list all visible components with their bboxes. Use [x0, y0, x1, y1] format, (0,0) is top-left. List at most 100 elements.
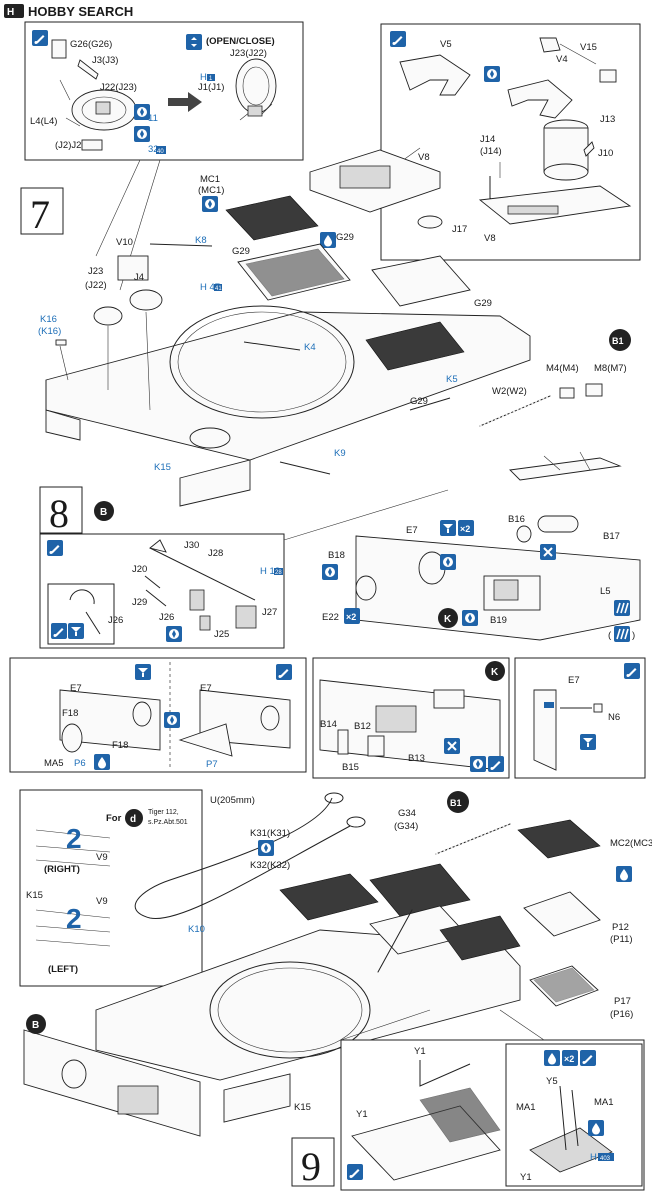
svg-text:9: 9: [301, 1144, 321, 1189]
svg-text:J4: J4: [134, 272, 144, 283]
svg-text:K9: K9: [334, 448, 346, 459]
svg-text:V4: V4: [556, 54, 568, 65]
hull-deck-step-9: [95, 929, 521, 1081]
step-8: 8 B J30 J28 H 18 28 J20 J29 J26 J25 J27 …: [9, 486, 646, 779]
svg-text:J13: J13: [600, 114, 615, 125]
svg-text:(P16): (P16): [610, 1009, 633, 1020]
svg-text:G29: G29: [336, 232, 354, 243]
svg-text:2: 2: [66, 903, 82, 934]
svg-text:K15: K15: [154, 462, 171, 473]
drill-hole-icon: [258, 840, 274, 856]
svg-text:J26: J26: [159, 612, 174, 623]
mesh-mc2: [517, 819, 601, 859]
remove-part-icon: [539, 543, 557, 561]
svg-text:K16: K16: [40, 314, 57, 325]
svg-text:K8: K8: [195, 235, 207, 246]
svg-text:G29: G29: [410, 396, 428, 407]
svg-text:V9: V9: [96, 896, 108, 907]
svg-text:K15: K15: [294, 1102, 311, 1113]
svg-text:K15: K15: [26, 890, 43, 901]
svg-text:J14: J14: [480, 134, 495, 145]
svg-text:Y1: Y1: [356, 1109, 368, 1120]
svg-text:B1: B1: [612, 336, 624, 346]
mesh-mc1: [225, 195, 319, 241]
svg-text:K10: K10: [188, 924, 205, 935]
svg-text:G29: G29: [474, 298, 492, 309]
svg-text:(RIGHT): (RIGHT): [44, 864, 80, 875]
times-two-icon: ×2: [458, 520, 474, 536]
svg-text:E7: E7: [200, 683, 212, 694]
svg-text:MA5: MA5: [44, 758, 64, 769]
svg-text:K5: K5: [446, 374, 458, 385]
paint-icon: [580, 734, 596, 750]
svg-text:B1: B1: [450, 798, 462, 808]
svg-text:V5: V5: [440, 39, 452, 50]
drill-hole-icon: [470, 756, 486, 772]
cement-brush-icon: [32, 30, 48, 46]
svg-text:28: 28: [275, 570, 282, 576]
svg-text:J29: J29: [132, 597, 147, 608]
cement-brush-icon: [624, 663, 640, 679]
svg-text:J30: J30: [184, 540, 199, 551]
svg-text:G26(G26): G26(G26): [70, 39, 112, 50]
svg-text:K32(K32): K32(K32): [250, 860, 290, 871]
svg-text:P6: P6: [74, 758, 86, 769]
cement-brush-icon: [390, 31, 406, 47]
svg-text:N6: N6: [608, 712, 620, 723]
movable-icon: [186, 34, 202, 50]
svg-text:MA1: MA1: [594, 1097, 614, 1108]
svg-text:d: d: [130, 814, 136, 825]
arrow-right-icon: [168, 92, 202, 112]
svg-text:K: K: [491, 667, 499, 678]
paint-icon: [135, 664, 151, 680]
svg-text:H: H: [590, 1152, 597, 1163]
drill-hole-icon: [322, 564, 338, 580]
paint-icon: [440, 520, 456, 536]
cement-brush-icon: [47, 540, 63, 556]
svg-text:MC2(MC3): MC2(MC3): [610, 838, 652, 849]
hull-deck: [45, 311, 531, 461]
drill-hole-icon: [166, 626, 182, 642]
svg-text:B: B: [32, 1020, 39, 1031]
glue-drop-icon: [320, 232, 336, 248]
paint-icon: [68, 623, 84, 639]
svg-text:G34: G34: [398, 808, 416, 819]
svg-text:J26: J26: [108, 615, 123, 626]
svg-text:W2(W2): W2(W2): [492, 386, 527, 397]
svg-text:F18: F18: [112, 740, 128, 751]
svg-text:Tiger 112,: Tiger 112,: [148, 809, 179, 816]
svg-text:(J2)J2: (J2)J2: [55, 140, 81, 151]
svg-text:K4: K4: [304, 342, 316, 353]
svg-text:J17: J17: [452, 224, 467, 235]
glue-drop-icon: [94, 754, 110, 770]
glue-drop-icon: [588, 1120, 604, 1136]
drill-hole-icon: [164, 712, 180, 728]
inset-tow-cable-direction: [19, 789, 203, 987]
svg-text:(G34): (G34): [394, 821, 418, 832]
svg-text:J3(J3): J3(J3): [92, 55, 118, 66]
step-9: For d Tiger 112, s.Pz.Abt.501 2 V9 (RIGH…: [19, 789, 652, 1191]
svg-text:s.Pz.Abt.501: s.Pz.Abt.501: [148, 819, 188, 826]
cement-brush-icon: [276, 664, 292, 680]
svg-text:(OPEN/CLOSE): (OPEN/CLOSE): [206, 36, 275, 47]
svg-text:Y1: Y1: [520, 1172, 532, 1183]
svg-text:J27: J27: [262, 607, 277, 618]
svg-text:40: 40: [157, 149, 164, 155]
svg-text:For: For: [106, 813, 122, 824]
svg-text:×2: ×2: [564, 1054, 574, 1064]
svg-text:B13: B13: [408, 753, 425, 764]
svg-text:L5: L5: [600, 586, 611, 597]
svg-text:J20: J20: [132, 564, 147, 575]
svg-text:H 18: H 18: [260, 566, 280, 577]
svg-text:J22(J23): J22(J23): [100, 82, 137, 93]
svg-text:G29: G29: [232, 246, 250, 257]
svg-text:B17: B17: [603, 531, 620, 542]
svg-text:M8(M7): M8(M7): [594, 363, 627, 374]
svg-text:2: 2: [66, 823, 82, 854]
drill-hole-icon: [134, 126, 150, 142]
svg-text:7: 7: [30, 192, 50, 237]
svg-text:M4(M4): M4(M4): [546, 363, 579, 374]
times-two-icon: ×2: [344, 608, 360, 624]
svg-text:(J14): (J14): [480, 146, 502, 157]
